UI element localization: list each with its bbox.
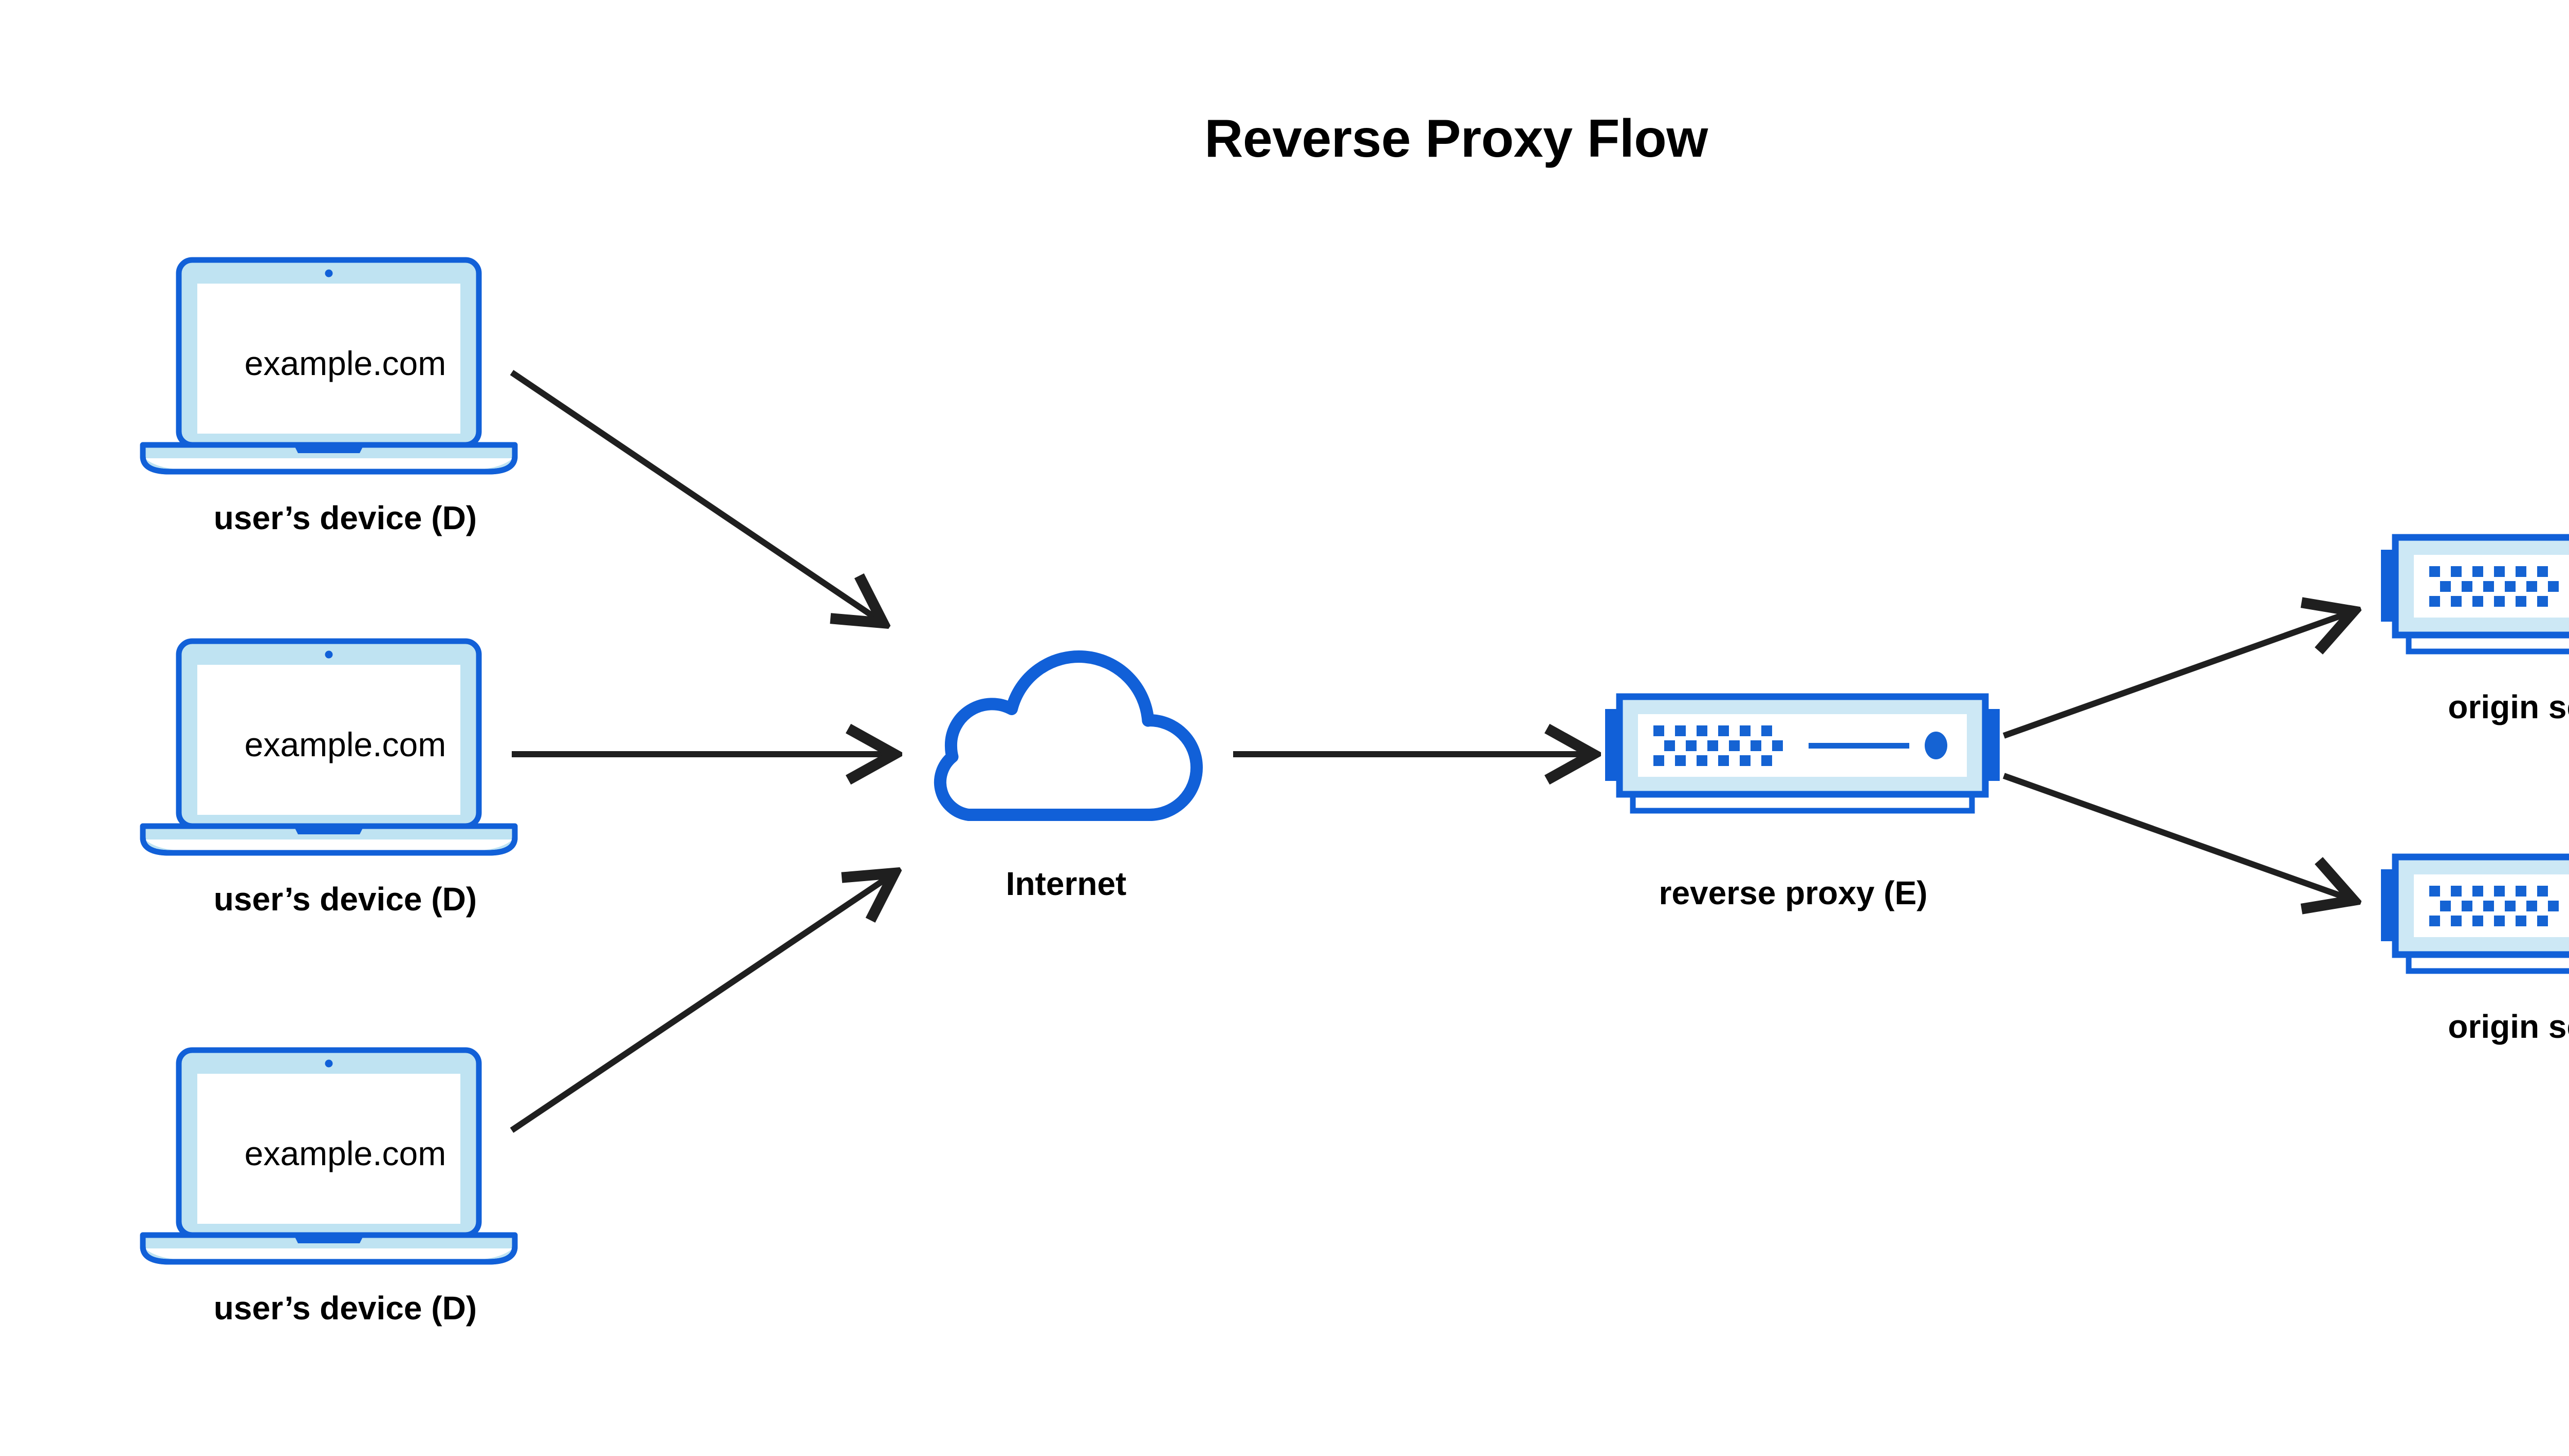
node-client-bottom[interactable]: example.com user’s device (D) [143, 1050, 515, 1327]
edge-proxy-to-origin-bottom [2002, 773, 2353, 900]
node-label-origin-top: origin server (F) [2448, 688, 2569, 725]
edge-proxy-to-origin-top [2002, 611, 2353, 739]
node-client-top[interactable]: example.com user’s device (D) [143, 260, 515, 536]
node-internet[interactable]: Internet [940, 657, 1197, 902]
server-icon [1605, 697, 2000, 811]
node-label-reverse-proxy: reverse proxy (E) [1659, 874, 1928, 911]
node-client-middle[interactable]: example.com user’s device (D) [143, 641, 515, 918]
node-label-client-bottom: user’s device (D) [214, 1290, 477, 1327]
node-label-client-top: user’s device (D) [214, 499, 477, 536]
node-label-origin-bottom: origin server (F) [2448, 1008, 2569, 1045]
server-icon [2381, 857, 2569, 971]
node-origin-top[interactable]: origin server (F) [2381, 537, 2569, 725]
edge-layer [510, 370, 2353, 1133]
node-origin-bottom[interactable]: origin server (F) [2381, 857, 2569, 1045]
laptop-screen-url: example.com [245, 1134, 446, 1172]
node-label-client-middle: user’s device (D) [214, 881, 477, 918]
edge-client-top-to-internet [510, 370, 883, 623]
node-label-internet: Internet [1006, 865, 1127, 902]
node-reverse-proxy[interactable]: reverse proxy (E) [1605, 697, 2000, 911]
cloud-icon [940, 657, 1197, 815]
edge-client-bottom-to-internet [510, 873, 894, 1133]
page-title: Reverse Proxy Flow [1204, 109, 1708, 169]
laptop-screen-url: example.com [245, 725, 446, 763]
server-icon [2381, 537, 2569, 651]
laptop-screen-url: example.com [245, 344, 446, 382]
